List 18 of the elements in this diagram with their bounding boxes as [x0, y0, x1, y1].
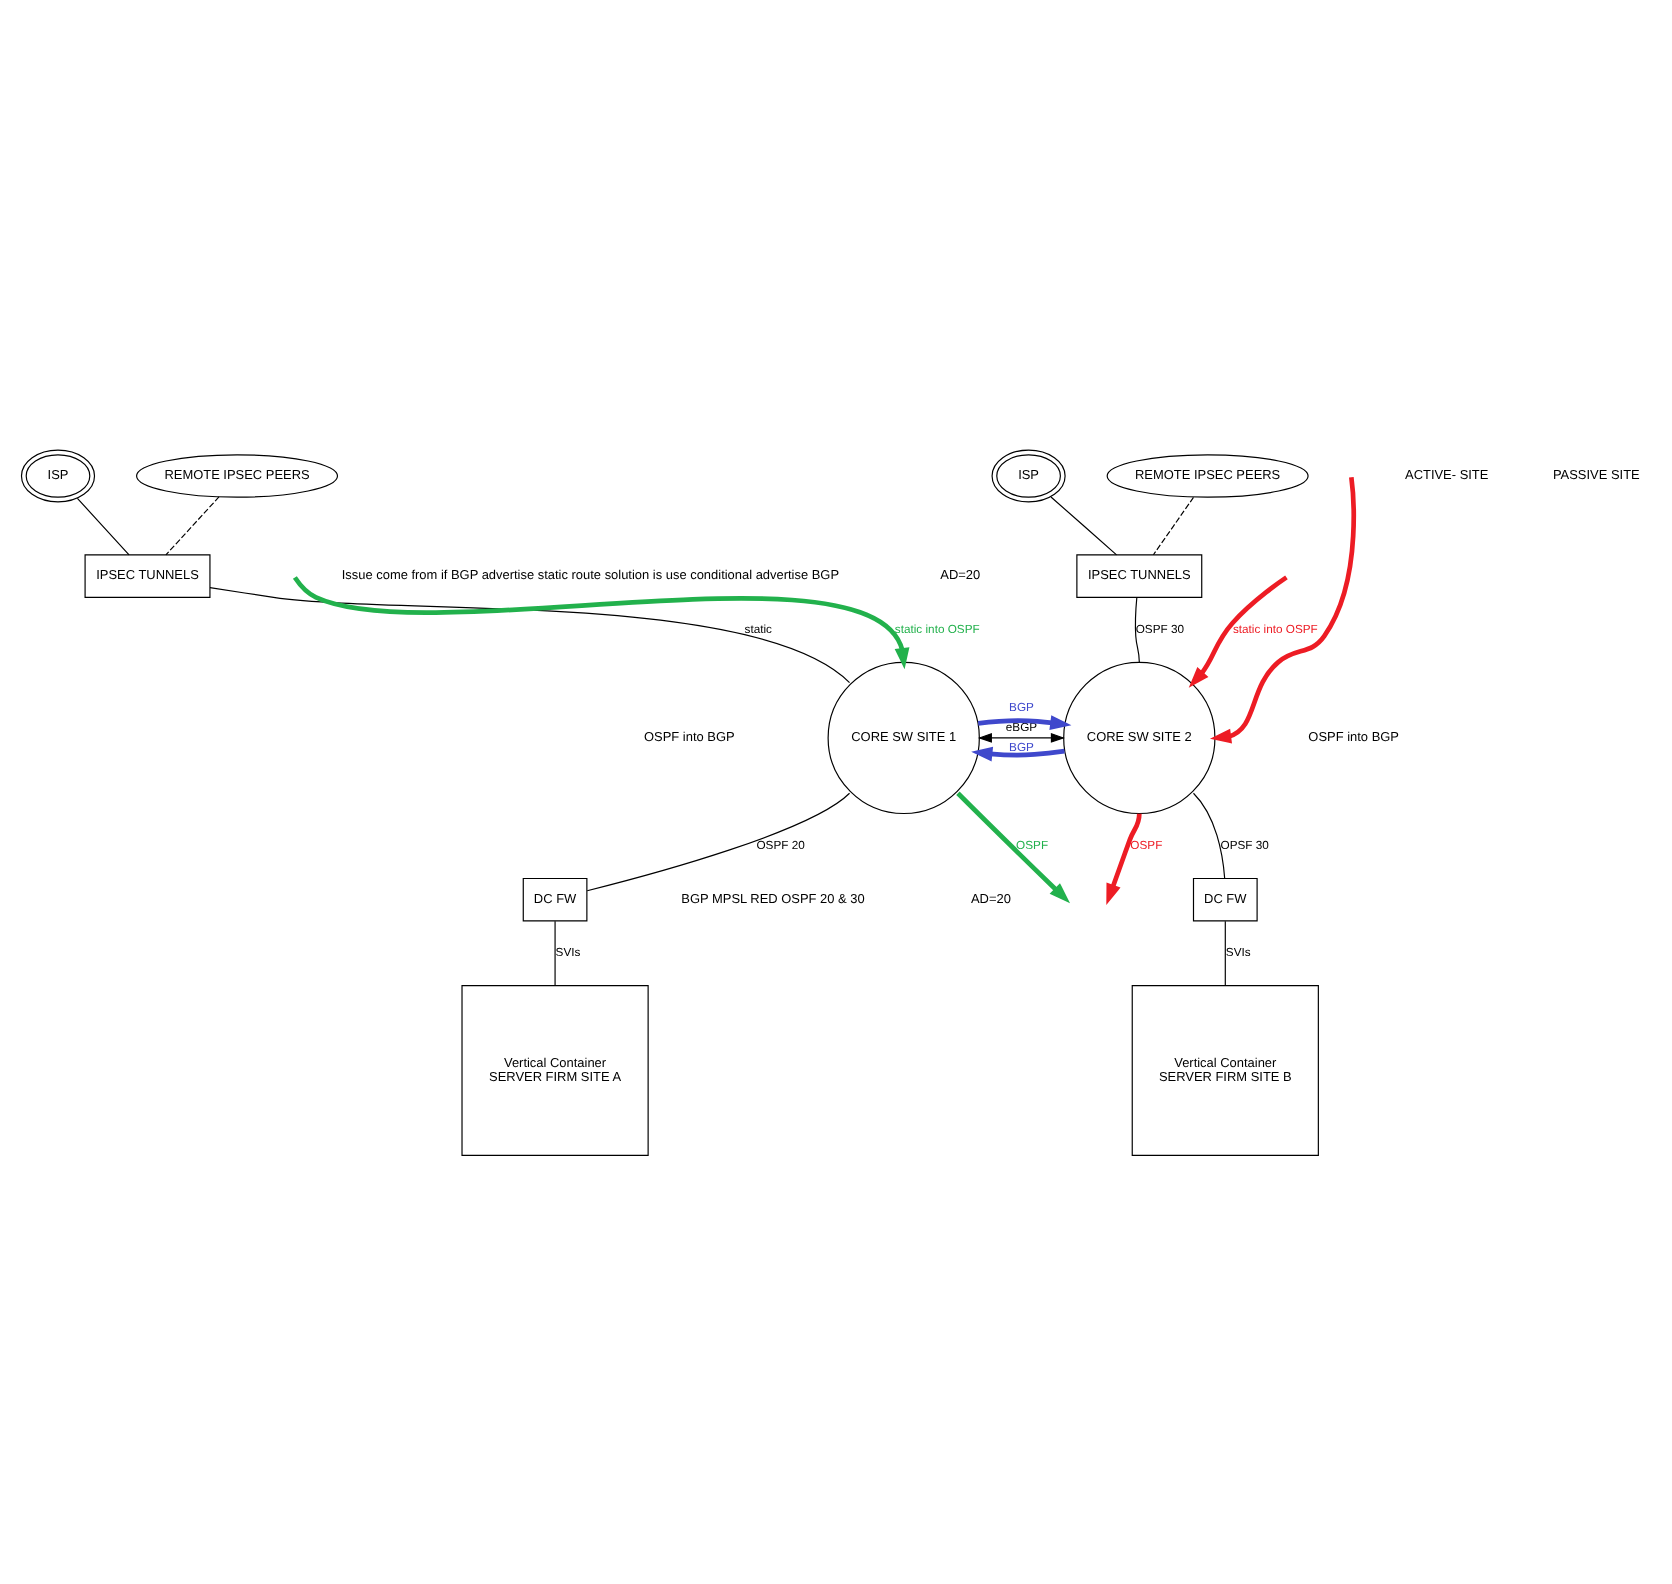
connector: [165, 496, 220, 556]
arrow: [1106, 813, 1142, 906]
arrow: [1188, 575, 1288, 688]
connector: [76, 497, 130, 556]
connector: [554, 920, 556, 986]
connector: [1152, 496, 1195, 556]
connector: [1224, 920, 1226, 986]
arrow: [292, 576, 910, 670]
arrow: [977, 715, 1072, 731]
connector: [1134, 596, 1140, 663]
arrow: [977, 732, 1065, 743]
arrow: [971, 746, 1065, 762]
arrow: [956, 791, 1071, 904]
connector: [1050, 496, 1118, 556]
arrow: [1209, 476, 1356, 744]
connector: [209, 586, 851, 684]
connector: [586, 792, 851, 892]
connector: [1192, 792, 1226, 879]
